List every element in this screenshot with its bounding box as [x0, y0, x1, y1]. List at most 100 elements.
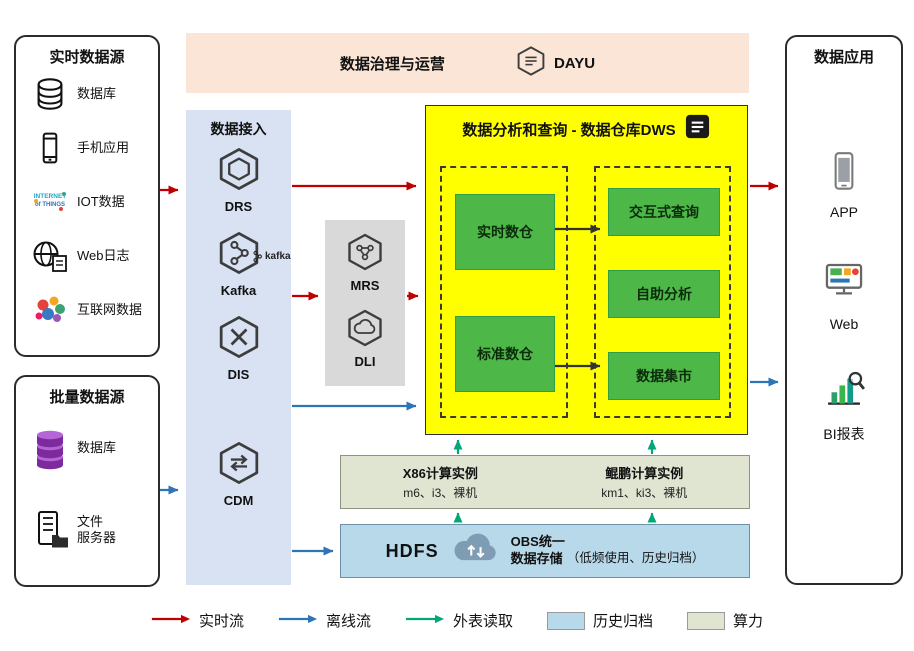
storage-bar: HDFS OBS统一 数据存储 （低频使用、历史归档） — [340, 524, 750, 578]
list-item: 手机应用 — [16, 121, 158, 175]
list-item: 文件 服务器 — [16, 489, 158, 571]
compute-group-title: X86计算实例 — [402, 466, 478, 481]
legend-offline-flow: 离线流 — [278, 610, 371, 631]
obs-title-line2: 数据存储 — [510, 551, 563, 566]
mrs-icon — [345, 233, 385, 276]
smartphone-icon — [28, 126, 72, 170]
module-data-mart: 数据集市 — [608, 352, 720, 400]
service-label: DRS — [224, 199, 253, 214]
item-label: 数据库 — [77, 439, 117, 455]
governance-title: 数据治理与运营 — [339, 55, 445, 73]
dayu-product: DAYU — [515, 45, 595, 81]
service-drs: DRS — [186, 146, 291, 214]
svg-text:INTERNET: INTERNET — [34, 193, 67, 200]
document-icon — [684, 113, 711, 145]
applications-title: 数据应用 — [813, 49, 874, 66]
service-mrs: MRS — [325, 232, 405, 293]
governance-bar: 数据治理与运营 DAYU — [186, 33, 749, 93]
blue-arrow-icon — [278, 612, 318, 630]
service-label: DIS — [227, 367, 250, 382]
legend-label: 离线流 — [325, 613, 371, 630]
service-dli: DLI — [325, 308, 405, 369]
app-item-bi: BI报表 — [787, 365, 901, 444]
obs-title: OBS统一 数据存储 — [511, 534, 565, 568]
dis-icon — [216, 316, 262, 364]
ingestion-title: 数据接入 — [210, 121, 267, 137]
module-realtime-warehouse: 实时数仓 — [455, 194, 555, 270]
kafka-icon — [216, 232, 262, 280]
dws-title: 数据分析和查询 - 数据仓库DWS — [462, 121, 676, 139]
analysis-group: 交互式查询 自助分析 数据集市 — [594, 166, 731, 418]
legend-compute-power: 算力 — [687, 610, 763, 631]
purple-database-icon — [28, 426, 72, 470]
legend-label: 实时流 — [198, 613, 244, 630]
teal-arrow-icon — [405, 612, 445, 630]
service-label: DLI — [354, 354, 376, 369]
hdfs-label: HDFS — [385, 540, 439, 561]
kafka-logo-badge: kafka — [252, 250, 291, 263]
dayu-label: DAYU — [553, 54, 596, 72]
legend-label: 外表读取 — [452, 613, 513, 630]
dli-icon — [345, 309, 385, 352]
service-label: CDM — [223, 493, 254, 508]
ingestion-panel: 数据接入 DRS Kafka kafka DIS C — [186, 110, 291, 585]
bi-chart-icon — [819, 371, 869, 419]
service-label: MRS — [350, 278, 380, 293]
compute-group-x86: X86计算实例 m6、i3、裸机 — [403, 463, 478, 501]
compute-power-swatch — [687, 611, 726, 630]
legend-history-archive: 历史归档 — [547, 610, 653, 631]
database-icon — [28, 72, 72, 116]
compute-group-title: 鲲鹏计算实例 — [605, 466, 684, 481]
item-label: 手机应用 — [77, 139, 130, 155]
app-phone-icon — [821, 152, 867, 199]
web-log-icon — [28, 234, 72, 278]
batch-sources-panel: 批量数据源 数据库 文件 服务器 — [14, 375, 160, 587]
red-arrow-icon — [151, 612, 191, 630]
realtime-sources-title: 实时数据源 — [49, 49, 125, 66]
app-label: APP — [829, 204, 858, 220]
app-item-app: APP — [787, 149, 901, 220]
obs-cloud-icon — [449, 532, 501, 571]
legend-label: 算力 — [733, 613, 764, 630]
compute-bar: X86计算实例 m6、i3、裸机 鲲鹏计算实例 km1、ki3、裸机 — [340, 455, 750, 509]
warehouse-group: 实时数仓 标准数仓 — [440, 166, 568, 418]
app-label: BI报表 — [823, 426, 865, 442]
item-label: Web日志 — [77, 247, 130, 263]
item-label: 互联网数据 — [77, 301, 143, 317]
applications-panel: 数据应用 APP Web BI报表 — [785, 35, 903, 585]
internet-data-icon — [28, 288, 72, 332]
item-label: IOT数据 — [77, 193, 125, 209]
legend-realtime-flow: 实时流 — [151, 610, 244, 631]
obs-title-line1: OBS统一 — [510, 534, 565, 550]
compute-group-detail: m6、i3、裸机 — [403, 486, 478, 500]
dws-title-row: 数据分析和查询 - 数据仓库DWS — [426, 113, 747, 145]
history-archive-swatch — [547, 611, 585, 630]
service-kafka: Kafka — [186, 230, 291, 298]
legend: 实时流 离线流 外表读取 历史归档 算力 — [0, 610, 914, 631]
obs-label-block: OBS统一 数据存储 （低频使用、历史归档） — [511, 534, 705, 568]
list-item: Web日志 — [16, 229, 158, 283]
legend-external-read: 外表读取 — [405, 610, 513, 631]
web-monitor-icon — [819, 263, 869, 311]
dws-panel: 数据分析和查询 - 数据仓库DWS 实时数仓 标准数仓 交互式查询 自助分析 数… — [425, 105, 748, 435]
processing-panel: MRS DLI — [325, 220, 405, 386]
service-dis: DIS — [186, 314, 291, 382]
item-label: 数据库 — [77, 85, 117, 101]
kafka-badge-label: kafka — [265, 251, 291, 262]
drs-icon — [216, 148, 262, 196]
list-item: 互联网数据 — [16, 283, 158, 337]
module-self-analysis: 自助分析 — [608, 270, 720, 318]
app-item-web: Web — [787, 257, 901, 332]
module-standard-warehouse: 标准数仓 — [455, 316, 555, 392]
compute-group-detail: km1、ki3、裸机 — [601, 486, 688, 500]
service-label: Kafka — [220, 283, 257, 298]
dayu-icon — [515, 45, 547, 81]
cdm-icon — [216, 442, 262, 490]
module-interactive-query: 交互式查询 — [608, 188, 720, 236]
list-item: 数据库 — [16, 67, 158, 121]
item-label: 文件 服务器 — [77, 513, 117, 545]
